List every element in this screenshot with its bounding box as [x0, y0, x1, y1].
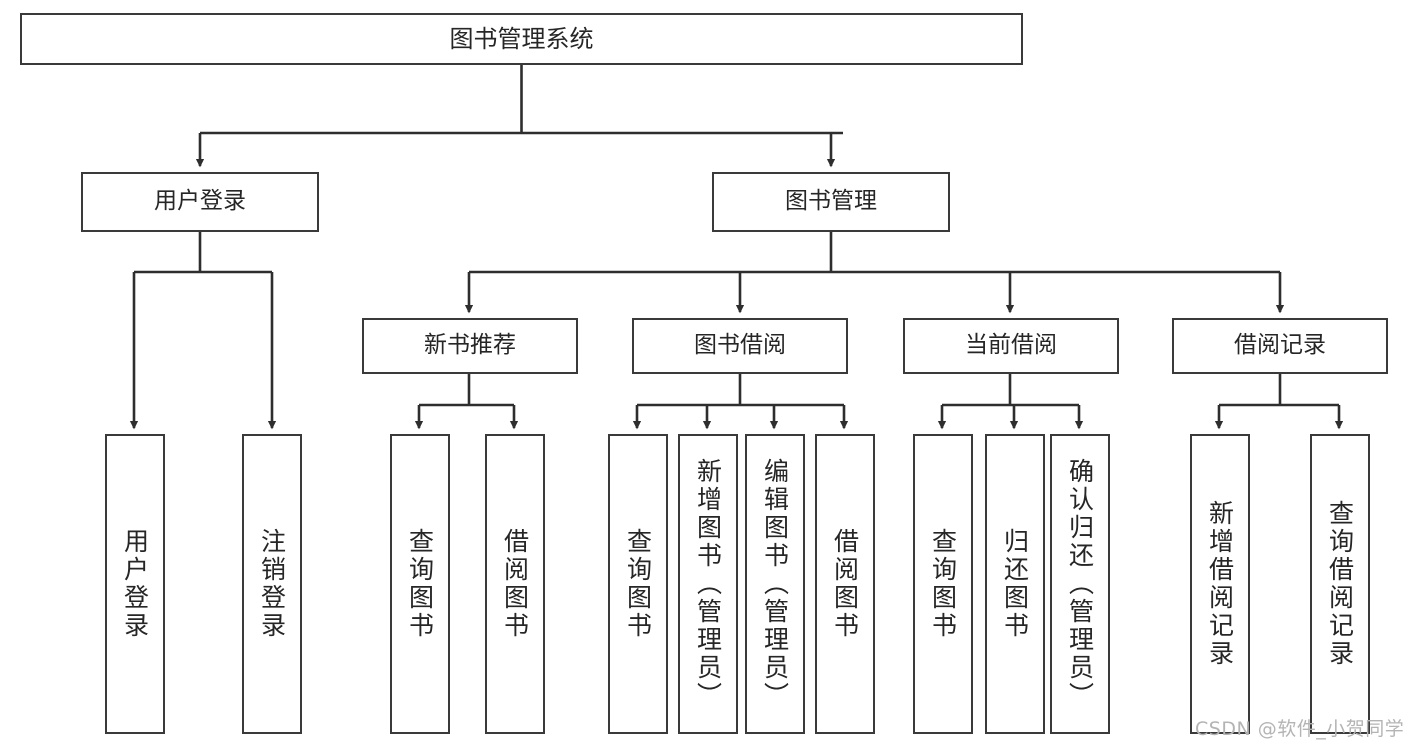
node-label-leaf-query-record: 查询借阅记录 — [1325, 500, 1355, 668]
node-label-leaf-add-record: 新增借阅记录 — [1205, 500, 1235, 668]
node-leaf-borrow-book-2[interactable]: 借阅图书 — [815, 434, 875, 734]
node-user-login[interactable]: 用户登录 — [81, 172, 319, 232]
node-label-leaf-query-book-3: 查询图书 — [928, 528, 958, 640]
watermark-text: CSDN @软件_小贺同学 — [1195, 718, 1405, 740]
node-leaf-edit-book[interactable]: 编辑图书（管理员） — [745, 434, 805, 734]
node-book-borrow[interactable]: 图书借阅 — [632, 318, 848, 374]
node-label-leaf-edit-book: 编辑图书（管理员） — [760, 458, 790, 710]
node-leaf-user-login[interactable]: 用户登录 — [105, 434, 165, 734]
node-leaf-confirm-return[interactable]: 确认归还（管理员） — [1050, 434, 1110, 734]
node-label-leaf-user-login: 用户登录 — [120, 528, 150, 640]
node-label-leaf-borrow-book-2: 借阅图书 — [830, 528, 860, 640]
node-leaf-query-book-2[interactable]: 查询图书 — [608, 434, 668, 734]
node-label-root: 图书管理系统 — [449, 24, 594, 53]
node-book-management[interactable]: 图书管理 — [712, 172, 950, 232]
node-leaf-add-record[interactable]: 新增借阅记录 — [1190, 434, 1250, 734]
node-label-leaf-add-book: 新增图书（管理员） — [693, 458, 723, 710]
node-root-system[interactable]: 图书管理系统 — [20, 13, 1023, 65]
node-label-leaf-query-book-1: 查询图书 — [405, 528, 435, 640]
node-label-book-management: 图书管理 — [785, 188, 877, 215]
node-label-user-login: 用户登录 — [154, 188, 246, 215]
node-label-leaf-logout: 注销登录 — [257, 528, 287, 640]
node-leaf-query-record[interactable]: 查询借阅记录 — [1310, 434, 1370, 734]
node-leaf-return-book[interactable]: 归还图书 — [985, 434, 1045, 734]
node-borrow-record[interactable]: 借阅记录 — [1172, 318, 1388, 374]
node-label-borrow-record: 借阅记录 — [1234, 332, 1326, 359]
node-label-leaf-borrow-book-1: 借阅图书 — [500, 528, 530, 640]
node-leaf-add-book[interactable]: 新增图书（管理员） — [678, 434, 738, 734]
node-leaf-query-book-1[interactable]: 查询图书 — [390, 434, 450, 734]
node-leaf-query-book-3[interactable]: 查询图书 — [913, 434, 973, 734]
node-new-book-recommend[interactable]: 新书推荐 — [362, 318, 578, 374]
node-label-leaf-query-book-2: 查询图书 — [623, 528, 653, 640]
node-label-book-borrow: 图书借阅 — [694, 332, 786, 359]
node-leaf-logout[interactable]: 注销登录 — [242, 434, 302, 734]
node-label-new-book-recommend: 新书推荐 — [424, 332, 516, 359]
node-leaf-borrow-book-1[interactable]: 借阅图书 — [485, 434, 545, 734]
node-label-leaf-return-book: 归还图书 — [1000, 528, 1030, 640]
node-label-current-borrow: 当前借阅 — [965, 332, 1057, 359]
node-label-leaf-confirm-return: 确认归还（管理员） — [1065, 458, 1095, 710]
node-current-borrow[interactable]: 当前借阅 — [903, 318, 1119, 374]
